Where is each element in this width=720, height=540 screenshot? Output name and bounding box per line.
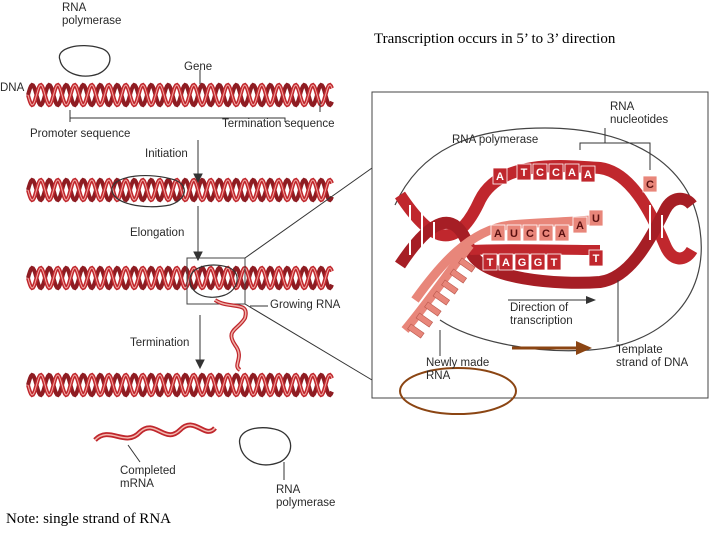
dna-helix-1 [26,82,334,108]
elongation-label: Elongation [130,227,185,239]
direction-label-2: transcription [510,315,573,327]
rna-nucleotides-bracket [579,142,651,170]
rna-polymerase-blob-top [58,45,111,77]
base-letter: A [584,169,592,181]
rna-polymerase-label-bottom-2: polymerase [276,497,336,509]
rna-nucleotides-label-2: nucleotides [610,114,669,126]
rna-polymerase-label-top-1: RNA [62,2,87,14]
rna-polymerase-blob-bottom [239,427,292,466]
template-strand-label-2: strand of DNA [616,357,689,369]
rna-polymerase-elongation [189,264,238,298]
termination-sequence-label: Termination sequence [222,118,335,130]
zoom-line-top [244,167,373,259]
base-letter: C [536,167,544,179]
completed-mrna-label-1: Completed [120,465,176,477]
newly-made-rna-label-1: Newly made [426,357,490,369]
inset-dna-helix [395,160,698,289]
growing-rna-label: Growing RNA [270,299,341,311]
newly-made-rna-label-2: RNA [426,370,451,382]
newly-made-rna-tail [401,242,476,339]
promoter-sequence-label: Promoter sequence [30,128,131,140]
template-strand-label-1: Template [616,344,663,356]
base-letter: T [521,167,528,179]
termination-label: Termination [130,337,190,349]
base-letter: A [558,228,566,240]
annotation-oval [399,367,517,415]
base-letter: C [646,179,654,191]
arrow-initiation [193,140,203,184]
base-letter: G [518,257,527,269]
base-letter: A [502,257,510,269]
template-strand [469,244,601,255]
base-letter: T [487,257,494,269]
base-letter: A [576,220,584,232]
base-letter: C [526,228,534,240]
rna-polymerase-initiation [111,175,185,208]
growing-rna-strand [213,298,248,372]
dna-helix-2 [26,177,334,203]
gene-label: Gene [184,61,213,73]
completed-mrna-label-2: mRNA [120,478,154,490]
footer-note: Note: single strand of RNA [6,511,171,527]
base-letter: A [496,171,504,183]
base-letter: A [568,167,576,179]
direction-arrow-head [586,296,596,304]
elongation-zoom-box [186,257,246,305]
base-letter: U [592,213,600,225]
page-title: Transcription occurs in 5’ to 3’ directi… [374,31,616,47]
zoom-line-bottom [244,303,373,381]
rna-polymerase-label-top-2: polymerase [62,15,122,27]
dna-helix-3 [26,265,334,291]
dna-helix-4 [26,372,334,398]
inset-polymerase-outline [394,127,702,352]
base-letter: A [494,228,502,240]
initiation-label: Initiation [145,148,188,160]
base-letter: U [510,228,518,240]
rna-nucleotides-label-1: RNA [610,101,635,113]
base-letter: C [552,167,560,179]
direction-label-1: Direction of [510,302,569,314]
dna-label: DNA [0,82,25,94]
base-letter: C [542,228,550,240]
rna-polymerase-label-bottom-1: RNA [276,484,301,496]
arrow-elongation [193,206,203,262]
base-letter: T [593,253,600,265]
base-letter: T [551,257,558,269]
accent-arrow-head [576,341,592,355]
arrow-termination [195,315,205,370]
inset-rna-polymerase-label: RNA polymerase [452,134,539,146]
base-letter: G [534,257,543,269]
